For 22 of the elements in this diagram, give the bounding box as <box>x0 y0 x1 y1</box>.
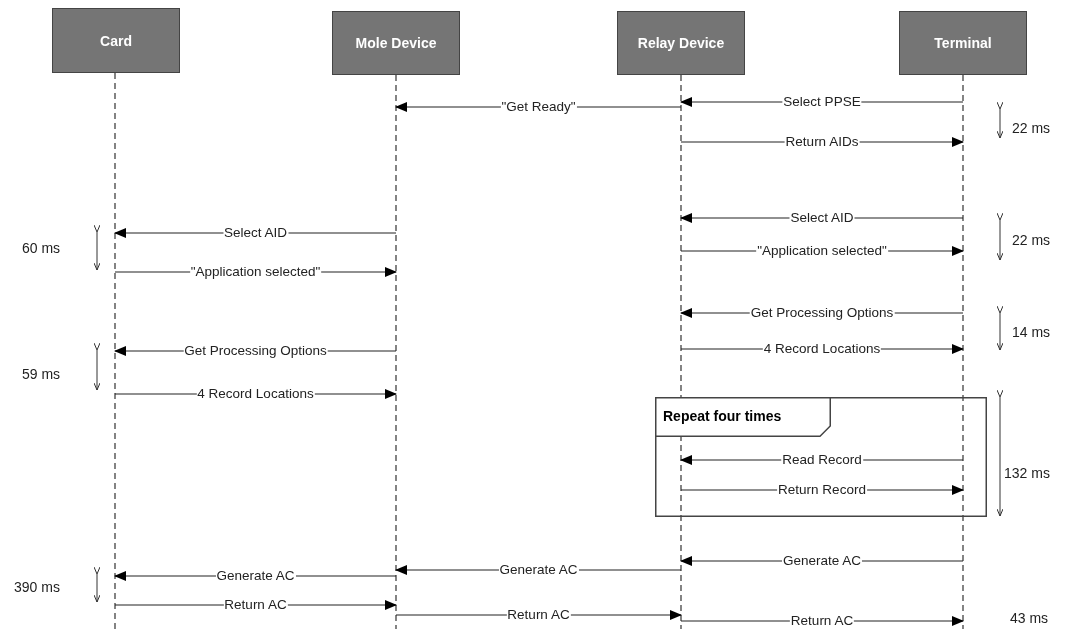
edge-label: Get Processing Options <box>749 305 895 321</box>
duration-label: 22 ms <box>1012 120 1051 136</box>
edge-label: "Application selected" <box>189 264 322 280</box>
duration-label: 390 ms <box>14 579 60 595</box>
duration-label: 43 ms <box>1010 610 1049 626</box>
duration-label: 60 ms <box>22 240 61 256</box>
edge-label: "Get Ready" <box>500 99 577 115</box>
frame-title: Repeat four times <box>663 408 782 424</box>
participant-lifeline <box>899 11 1027 629</box>
edge-label: Get Processing Options <box>183 343 328 359</box>
participant-name: Mole Device <box>355 35 437 51</box>
frame-tab <box>655 397 831 437</box>
duration-label: 22 ms <box>1012 232 1051 248</box>
edge-label: "Application selected" <box>756 243 888 259</box>
duration-label: 59 ms <box>22 366 61 382</box>
participant-lifeline <box>617 11 745 629</box>
participant-name: Card <box>100 32 132 49</box>
duration-label: 14 ms <box>1012 324 1051 340</box>
participant-name: Terminal <box>934 35 992 51</box>
duration-label: 132 ms <box>1004 465 1050 481</box>
participant-name: Relay Device <box>637 35 725 51</box>
participant-lifeline <box>332 11 460 629</box>
